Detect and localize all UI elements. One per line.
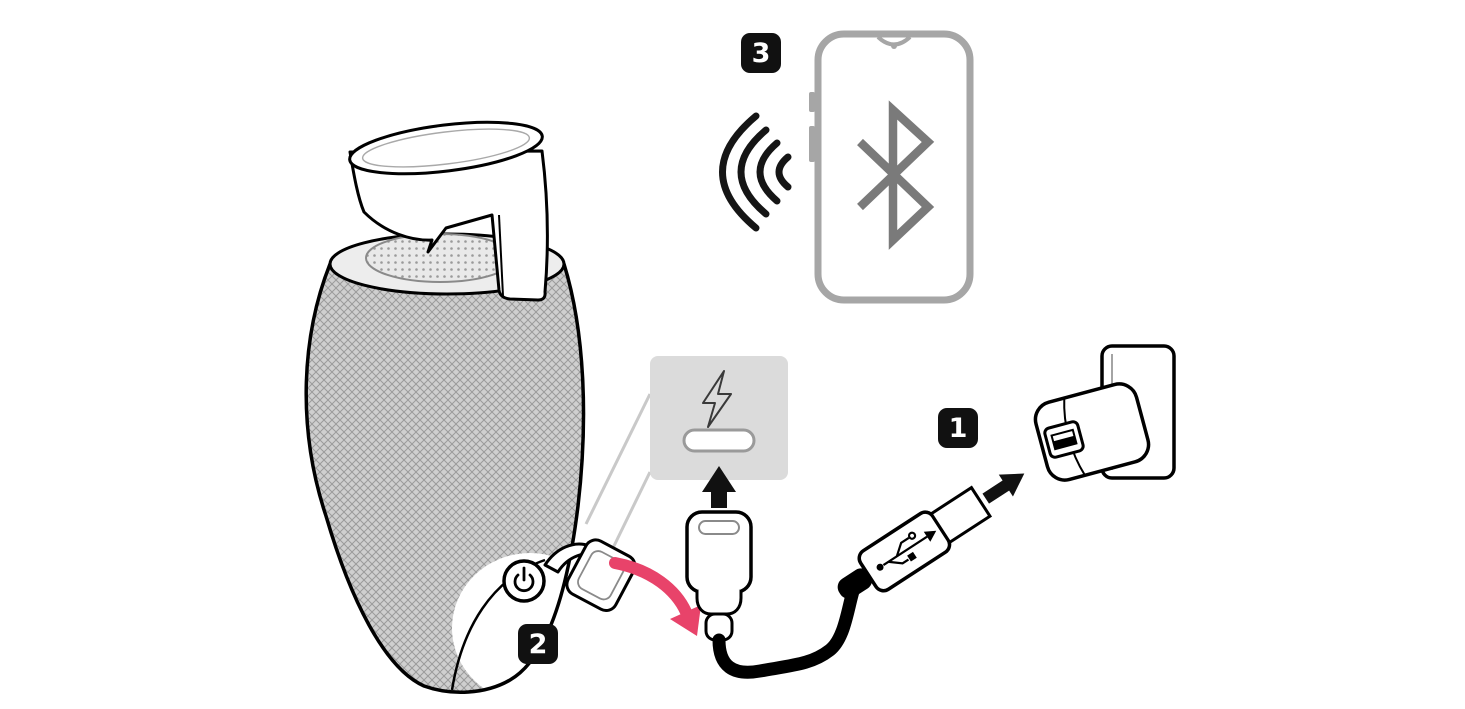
power-icon bbox=[513, 566, 535, 593]
phone-side-button bbox=[809, 92, 815, 112]
usb-a-connector bbox=[837, 473, 1025, 599]
phone-side-button bbox=[809, 126, 815, 162]
callout-wedge bbox=[584, 393, 652, 551]
wall-charger bbox=[1033, 382, 1151, 482]
usb-c-connector bbox=[685, 510, 753, 642]
open-flap-arrow-icon bbox=[609, 557, 701, 636]
up-arrow-icon bbox=[702, 466, 736, 508]
bluetooth-icon bbox=[857, 100, 935, 250]
phone-camera-dot bbox=[891, 43, 897, 49]
speaker-grille bbox=[365, 233, 515, 283]
usb-trident-icon bbox=[876, 530, 937, 571]
speaker-illustration bbox=[304, 120, 586, 694]
callout-panel bbox=[650, 356, 788, 480]
charger-usb-port bbox=[1043, 420, 1085, 459]
insert-arrow-icon bbox=[982, 473, 1025, 504]
step-3-badge: 3 bbox=[741, 33, 781, 73]
power-button bbox=[502, 559, 546, 603]
usb-c-port bbox=[682, 428, 756, 453]
charging-bolt-icon bbox=[702, 370, 732, 428]
cable-strain-relief bbox=[837, 568, 873, 599]
speaker-cap bbox=[348, 120, 549, 302]
charging-port-callout bbox=[650, 356, 788, 480]
smartphone bbox=[809, 30, 974, 304]
usb-cable bbox=[712, 578, 862, 679]
signal-waves-icon bbox=[719, 112, 792, 232]
step-1-badge: 1 bbox=[938, 408, 978, 448]
usb-a-metal-tip bbox=[929, 485, 993, 545]
step-2-badge: 2 bbox=[518, 624, 558, 664]
